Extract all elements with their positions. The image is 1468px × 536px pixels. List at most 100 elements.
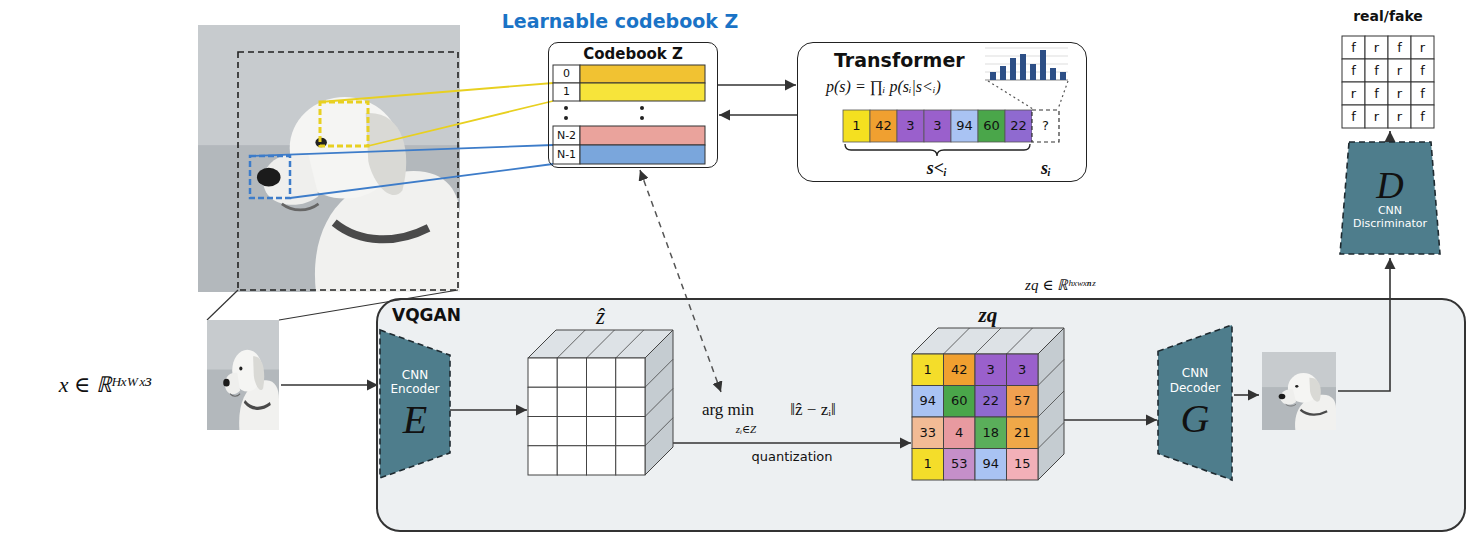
- cube-line: [1038, 360, 1064, 386]
- token-cell: 3: [933, 119, 941, 134]
- arrow-connector: [1389, 131, 1391, 142]
- bar-chart: [1040, 50, 1046, 80]
- node-title: Transformer: [834, 49, 965, 71]
- token-cell: 1: [924, 457, 932, 472]
- bar-chart: [1000, 66, 1006, 80]
- bar-chart: [990, 50, 1066, 80]
- quantized-cube-outline: [912, 302, 1064, 480]
- panel-ground: [376, 298, 1466, 532]
- grid-cell: f: [1374, 86, 1379, 101]
- encoder-block: CNN EncoderE: [380, 330, 450, 478]
- node-title: D: [1376, 166, 1403, 204]
- grid-cell: [616, 387, 645, 416]
- real-fake-cells: [1388, 105, 1411, 128]
- grid-cell: f: [1351, 63, 1356, 78]
- grid-cell: [975, 449, 1007, 481]
- bar-chart: [985, 56, 1068, 57]
- codebook-rows: [553, 65, 705, 164]
- node-title: VQGAN: [392, 305, 461, 325]
- token-cell: 22: [982, 394, 999, 409]
- cube-line: [975, 328, 1001, 354]
- bar-chart: [1020, 54, 1026, 80]
- math-label: arg min: [702, 400, 754, 420]
- node-title: real/fake: [1353, 6, 1423, 26]
- token-cell: 1: [852, 119, 860, 134]
- cube-line: [645, 418, 673, 446]
- network-block: [1158, 325, 1232, 480]
- vqgan-panel: VQGANCNN EncoderEẑzqCNN DecoderG: [376, 298, 1466, 532]
- token-sequence: [897, 110, 924, 142]
- codebook-rows: [580, 126, 705, 145]
- leader-line: [320, 83, 553, 102]
- grid-cell: [1007, 449, 1039, 481]
- token-cell: 15: [1014, 457, 1031, 472]
- real-fake-cells: [1365, 36, 1388, 59]
- latent-cube: ẑ: [528, 304, 673, 476]
- edge-label: quantization: [751, 450, 832, 465]
- node-text: E: [403, 400, 427, 440]
- bar-chart: [1030, 64, 1036, 80]
- leader-line: [368, 101, 553, 146]
- ellipsis-dots: [640, 116, 644, 120]
- token-sequence: [978, 110, 1005, 142]
- output-image: [1262, 352, 1336, 430]
- real-fake-cells: [1411, 59, 1434, 82]
- dog-photo: [238, 52, 458, 290]
- token-cell: 22: [1010, 119, 1027, 134]
- node-title: CNN Decoder: [1163, 366, 1227, 395]
- cube-line: [645, 389, 673, 417]
- grid-cell: [587, 358, 616, 387]
- token-sequence: [843, 110, 870, 142]
- codebook-rows: [580, 145, 705, 164]
- arrow-connector: [673, 442, 911, 444]
- grid-cell: [616, 358, 645, 387]
- heading-label: Learnable codebook Z: [502, 11, 739, 33]
- input-image: [207, 320, 279, 430]
- grid-cell: [975, 354, 1007, 386]
- bar-chart: [985, 48, 1068, 49]
- grid-cell: [557, 358, 586, 387]
- real-fake-cells: [1342, 59, 1365, 82]
- dog-photo: [198, 25, 460, 292]
- ellipsis-dots: [564, 106, 644, 120]
- real-fake-cells: [1388, 59, 1411, 82]
- codebook-rows: [553, 126, 580, 145]
- grid-cell: [912, 354, 944, 386]
- math-symbol: sᵢ: [1041, 158, 1051, 179]
- token-sequence: [870, 110, 897, 142]
- cube-line: [557, 330, 585, 358]
- codebook-rows: [553, 65, 580, 83]
- node-title: zq: [912, 302, 1064, 328]
- cube-line: [587, 330, 615, 358]
- token-sequence: [843, 110, 1059, 142]
- node-text: p(s) = ∏ᵢ p(sᵢ|s<ᵢ): [826, 78, 941, 96]
- grid-cell: r: [1397, 63, 1402, 78]
- node-text: G: [1181, 399, 1210, 439]
- grid-cell: [587, 387, 616, 416]
- bar-chart: [990, 72, 996, 80]
- node-title: CNN Encoder: [383, 368, 447, 397]
- dog-photo: [320, 102, 368, 146]
- cube-face: [645, 330, 673, 475]
- token-cell: 57: [1014, 394, 1031, 409]
- grid-cell: [587, 417, 616, 446]
- token-sequence: [951, 110, 978, 142]
- node-title: Codebook Z: [583, 44, 683, 64]
- ellipsis-dots: [564, 116, 568, 120]
- codebook-rows: [553, 83, 580, 101]
- grid-cell: [557, 387, 586, 416]
- grid-cell: [1007, 417, 1039, 449]
- codebook-rows: [580, 83, 705, 101]
- grid-cell: [975, 386, 1007, 418]
- token-cell: 60: [983, 119, 1000, 134]
- grid-cell: [1007, 386, 1039, 418]
- discriminator-block: DCNN Discriminator: [1340, 142, 1440, 254]
- grid-cell: [944, 386, 976, 418]
- token-cell: 53: [951, 457, 968, 472]
- real-fake-cells: [1388, 82, 1411, 105]
- math-label: zq ∈ ℝʰˣʷˣⁿᶻ: [1023, 277, 1097, 294]
- dog-photo: [198, 25, 460, 292]
- grid-cell: [616, 446, 645, 475]
- node-title: ẑ: [528, 304, 673, 330]
